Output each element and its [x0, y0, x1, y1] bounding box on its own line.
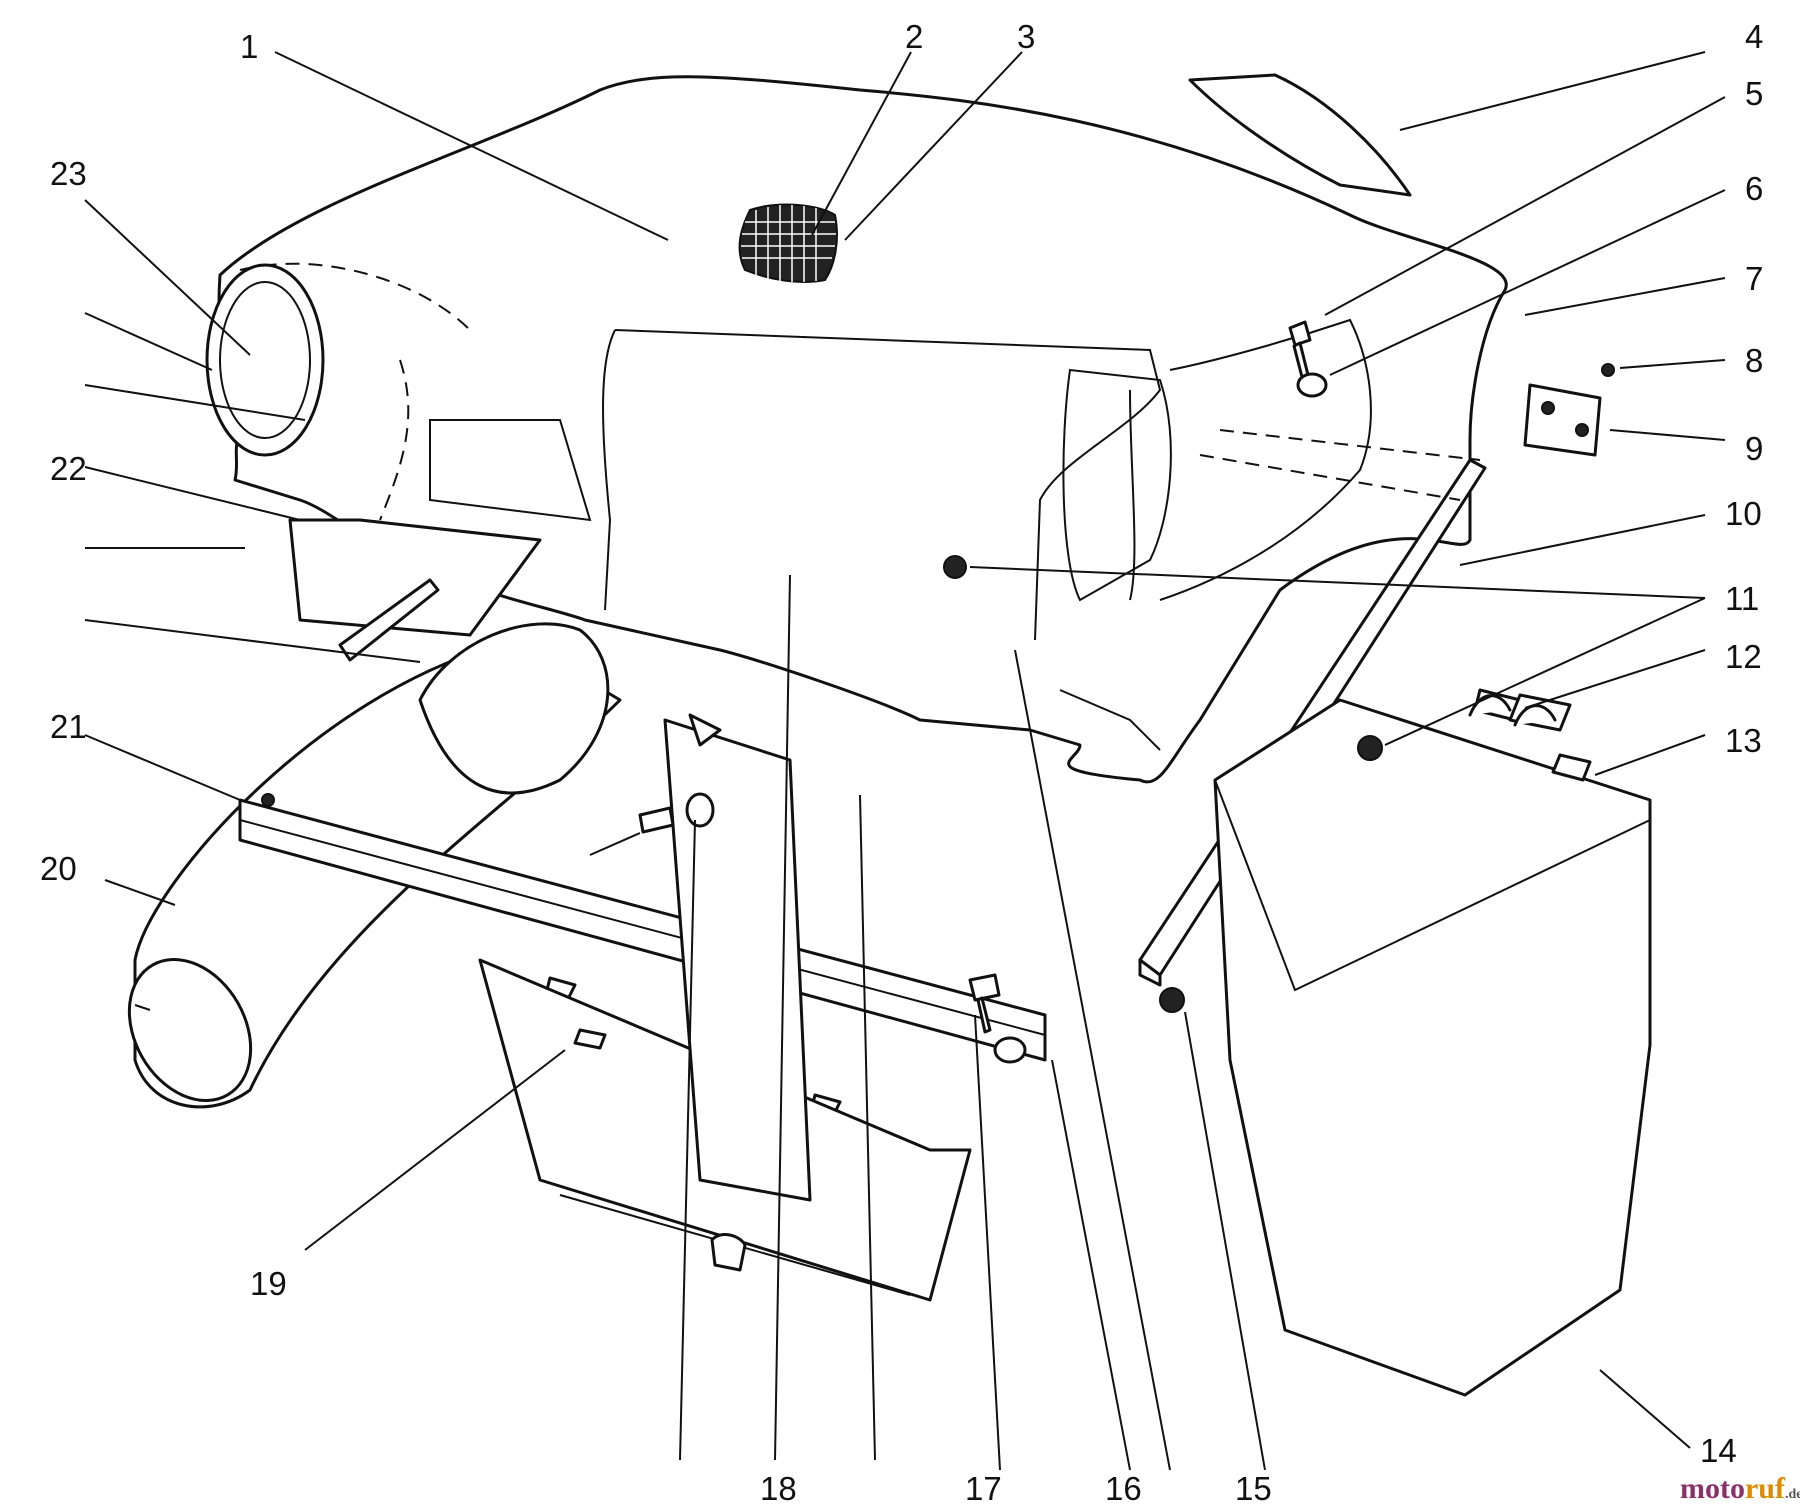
washer-6b: [685, 792, 715, 828]
callout-3: 3: [1017, 18, 1035, 55]
callout-22: 22: [50, 450, 87, 487]
callout-6: 6: [1745, 170, 1763, 207]
hood-assembly: [205, 75, 1508, 784]
washer-16: [993, 1036, 1027, 1064]
bolt-5b: [638, 806, 675, 834]
callout-13: 13: [1725, 722, 1762, 759]
callout-8: 8: [1745, 342, 1763, 379]
hardware: [573, 320, 1383, 1064]
nut-11a: [943, 555, 967, 579]
callout-19: 19: [250, 1265, 287, 1302]
decal: [1188, 73, 1412, 197]
leader-lines: [84, 51, 1726, 1471]
watermark-part1: moto: [1680, 1472, 1745, 1505]
callout-1: 1: [240, 28, 258, 65]
washer-6a: [1296, 372, 1328, 398]
callout-7: 7: [1745, 260, 1763, 297]
callout-2: 2: [905, 18, 923, 55]
callout-14: 14: [1700, 1432, 1737, 1469]
callout-5: 5: [1745, 75, 1763, 112]
watermark-part2: ruf: [1744, 1472, 1785, 1505]
grille: [738, 203, 838, 283]
grass-bag: [1213, 688, 1652, 1397]
callout-9: 9: [1745, 430, 1763, 467]
watermark-part3: .de: [1784, 1487, 1800, 1502]
callout-20: 20: [40, 850, 77, 887]
bolt-17: [968, 973, 1001, 1034]
callout-12: 12: [1725, 638, 1762, 675]
callout-21: 21: [50, 708, 87, 745]
callout-15: 15: [1235, 1470, 1272, 1507]
plate: [288, 518, 542, 637]
callout-17: 17: [965, 1470, 1002, 1507]
callout-18: 18: [760, 1470, 797, 1507]
nut-11b: [1357, 735, 1383, 761]
callout-10: 10: [1725, 495, 1762, 532]
watermark-logo: motoruf.de: [1680, 1472, 1800, 1506]
side-bracket: [1523, 363, 1615, 457]
callout-11: 11: [1725, 580, 1759, 617]
clip-19: [573, 1028, 607, 1050]
small-bracket: [338, 578, 440, 662]
callout-4: 4: [1745, 18, 1763, 55]
callouts: 1 2 3 4 5 6 7 8 9 10 11 12 13 14 15 16 1…: [40, 18, 1763, 1507]
callout-23: 23: [50, 155, 87, 192]
nut-15: [1159, 987, 1185, 1013]
callout-16: 16: [1105, 1470, 1142, 1507]
